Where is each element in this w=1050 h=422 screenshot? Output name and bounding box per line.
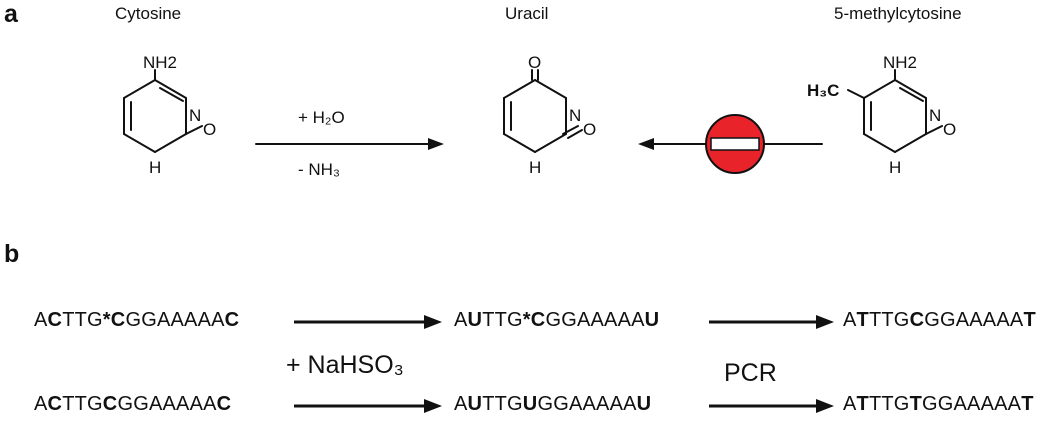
panel-a-label: a [4, 0, 18, 28]
highlighted-base: *C [102, 309, 126, 331]
panel-a-diagram: NH2 N O H O N O H NH2 H₃C N O H [123, 53, 956, 177]
pcr-label: PCR [724, 359, 777, 387]
sequence-segment: GGAAAAA [921, 393, 1022, 415]
cytosine-title: Cytosine [115, 4, 182, 23]
highlighted-base: U [636, 393, 652, 415]
methylcytosine-nh-label: H [889, 158, 901, 177]
highlighted-base: U [644, 309, 660, 331]
highlighted-base: T [1023, 309, 1036, 331]
sequence-segment: A [843, 309, 857, 331]
sequence-segment: TTG [482, 309, 523, 331]
sequence-segment: GGAAAAA [924, 309, 1024, 331]
sequence-segment: TTG [482, 393, 523, 415]
cytosine-amino-label: NH2 [143, 53, 177, 72]
panel-b-arrows [294, 315, 834, 413]
sequence-methylated-bisulfite: AUTTG*CGGAAAAAU [454, 309, 659, 332]
uracil-title: Uracil [505, 4, 549, 23]
uracil-o-label: O [583, 120, 596, 139]
methylcytosine-structure [847, 69, 943, 153]
highlighted-base: C [909, 309, 925, 331]
ammonia-reagent: - NH₃ [298, 160, 340, 179]
sequence-segment: TTG [868, 393, 910, 415]
sequence-segment: GGAAAAA [537, 393, 637, 415]
sequence-segment: A [454, 309, 468, 331]
sequence-unmethylated-pcr: ATTTGTGGAAAAAT [843, 393, 1034, 416]
uracil-o-top-label: O [528, 53, 541, 72]
methylcytosine-o-label: O [943, 120, 956, 139]
sequence-segment: TTG [62, 393, 103, 415]
sequence-methylated-start: ACTTG*CGGAAAAAC [34, 309, 239, 332]
highlighted-base: T [856, 309, 869, 331]
highlighted-base: U [467, 309, 483, 331]
highlighted-base: T [856, 393, 869, 415]
sequence-segment: TTG [868, 309, 910, 331]
sequence-segment: GGAAAAA [125, 309, 225, 331]
blocked-arrowhead [638, 138, 654, 150]
sequence-unmethylated-start: ACTTGCGGAAAAAC [34, 393, 231, 416]
sequence-segment: A [34, 309, 48, 331]
water-reagent: + H₂O [298, 108, 345, 127]
sequence-segment: GGAAAAA [545, 309, 645, 331]
methylcytosine-amino-label: NH2 [883, 53, 917, 72]
bisulfite-reagent: + NaHSO₃ [286, 351, 404, 379]
highlighted-base: T [1021, 393, 1034, 415]
panel-b-label: b [4, 240, 20, 268]
sequence-segment: A [34, 393, 48, 415]
sequence-segment: GGAAAAA [117, 393, 217, 415]
sequence-methylated-pcr: ATTTGCGGAAAAAT [843, 309, 1036, 332]
stop-sign-icon [705, 114, 765, 174]
sequence-segment: A [454, 393, 468, 415]
highlighted-base: C [102, 393, 118, 415]
highlighted-base: C [47, 393, 63, 415]
uracil-structure [503, 69, 583, 153]
highlighted-base: C [224, 309, 240, 331]
reaction-arrowhead [428, 138, 444, 150]
cytosine-structure [123, 69, 203, 153]
sequence-unmethylated-bisulfite: AUTTGUGGAAAAAU [454, 393, 651, 416]
sequence-segment: TTG [62, 309, 103, 331]
highlighted-base: T [909, 393, 922, 415]
uracil-n-label: N [569, 106, 581, 125]
methylcytosine-methyl-label: H₃C [807, 81, 839, 100]
uracil-nh-label: H [529, 158, 541, 177]
highlighted-base: U [522, 393, 538, 415]
methylcytosine-n-label: N [929, 106, 941, 125]
methylcytosine-title: 5-methylcytosine [834, 4, 962, 23]
cytosine-o-label: O [203, 120, 216, 139]
cytosine-nh-label: H [149, 158, 161, 177]
highlighted-base: U [467, 393, 483, 415]
sequence-segment: A [843, 393, 857, 415]
highlighted-base: C [47, 309, 63, 331]
cytosine-n-label: N [189, 106, 201, 125]
highlighted-base: C [216, 393, 232, 415]
highlighted-base: *C [522, 309, 546, 331]
